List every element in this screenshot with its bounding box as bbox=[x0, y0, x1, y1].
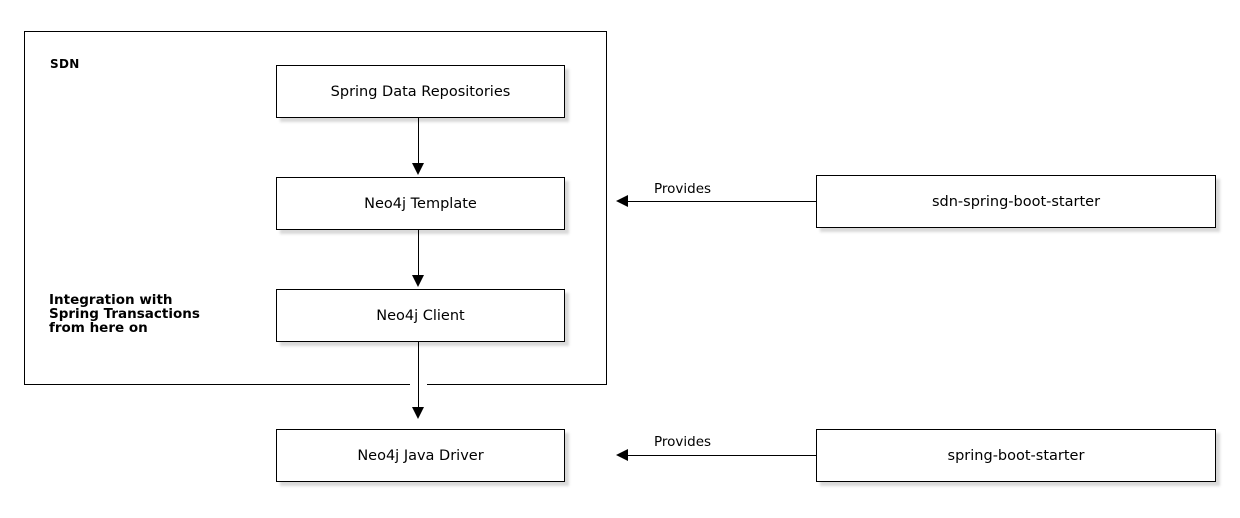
edge-client-to-driver-line-segment bbox=[418, 378, 419, 410]
node-spring-data-repositories[interactable]: Spring Data Repositories bbox=[276, 65, 565, 118]
edge-repos-to-template-line bbox=[418, 118, 419, 164]
edge-template-to-client-arrowhead bbox=[412, 275, 424, 287]
edge-client-to-driver-arrowhead bbox=[412, 407, 424, 419]
edge-template-to-client-line bbox=[418, 230, 419, 276]
sdn-group-label: SDN bbox=[50, 57, 80, 71]
integration-note-line-3: from here on bbox=[49, 320, 148, 336]
edge-client-to-driver-line bbox=[418, 342, 419, 408]
edge-sdn-starter-provides-line bbox=[628, 201, 816, 202]
integration-note-line-2: Spring Transactions bbox=[49, 306, 200, 322]
edge-boot-starter-provides-line bbox=[628, 455, 816, 456]
edge-sdn-starter-provides-label: Provides bbox=[654, 181, 712, 197]
node-neo4j-template[interactable]: Neo4j Template bbox=[276, 177, 565, 230]
integration-note-line-1: Integration with bbox=[49, 292, 173, 308]
edge-boot-starter-provides-label: Provides bbox=[654, 434, 712, 450]
edge-repos-to-template-arrowhead bbox=[412, 163, 424, 175]
edge-sdn-starter-provides-arrowhead bbox=[616, 195, 628, 207]
node-sdn-spring-boot-starter[interactable]: sdn-spring-boot-starter bbox=[816, 175, 1216, 228]
node-spring-boot-starter[interactable]: spring-boot-starter bbox=[816, 429, 1216, 482]
edge-boot-starter-provides-arrowhead bbox=[616, 449, 628, 461]
node-neo4j-client[interactable]: Neo4j Client bbox=[276, 289, 565, 342]
node-neo4j-java-driver[interactable]: Neo4j Java Driver bbox=[276, 429, 565, 482]
